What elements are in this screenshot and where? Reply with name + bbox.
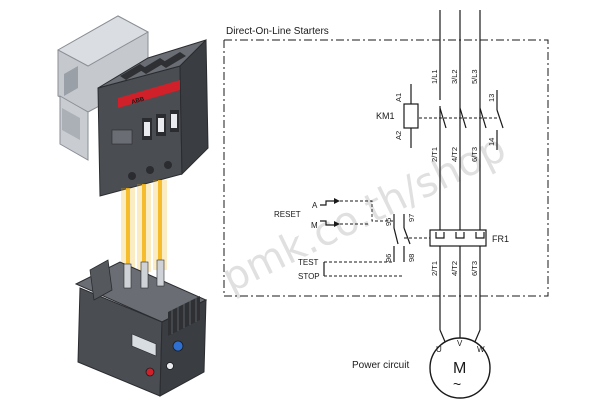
motor-terminal-w: W (477, 345, 485, 354)
motor-phase-symbol: ~ (453, 376, 461, 392)
relay-output-t1: 2/T1 (430, 261, 439, 276)
contactor-illustration (56, 15, 209, 197)
contactor-output-t3: 6/T3 (470, 147, 479, 162)
relay-contact-96: 96 (384, 254, 393, 262)
line-terminal-l1: 1/L1 (430, 69, 439, 84)
contactor-output-t2: 4/T2 (450, 147, 459, 162)
aux-terminal-14: 14 (487, 138, 496, 146)
contactor-output-t1: 2/T1 (430, 147, 439, 162)
relay-contact-95: 95 (384, 218, 393, 226)
coil-terminal-a1: A1 (394, 93, 403, 102)
coil-km1 (403, 103, 419, 129)
motor-symbol-circle (429, 337, 491, 399)
watermark: pmk.co.th/shop (215, 125, 513, 302)
coil-label: KM1 (376, 111, 395, 121)
line-terminal-l2: 3/L2 (450, 69, 459, 84)
motor-terminal-u: U (436, 345, 442, 354)
test-label: TEST (298, 258, 319, 267)
stop-label: STOP (298, 272, 320, 281)
reset-label: RESET (274, 210, 301, 219)
power-circuit-label: Power circuit (352, 360, 409, 371)
coil-terminal-a2: A2 (394, 131, 403, 140)
reset-mode-m: M (311, 221, 318, 230)
motor-symbol: M (453, 360, 466, 377)
light-beams (121, 180, 167, 272)
relay-output-t2: 4/T2 (450, 261, 459, 276)
relay-contact-97: 97 (407, 214, 416, 222)
aux-terminal-13: 13 (487, 94, 496, 102)
contactor-logo: ABB (131, 96, 146, 106)
schematic (223, 10, 549, 399)
relay-contact-98: 98 (407, 254, 416, 262)
overload-relay-illustration (74, 259, 208, 397)
relay-output-t3: 6/T3 (470, 261, 479, 276)
relay-label: FR1 (492, 234, 509, 244)
reset-mode-a: A (312, 201, 318, 210)
diagram-title: Direct-On-Line Starters (226, 26, 329, 37)
line-terminal-l3: 5/L3 (470, 69, 479, 84)
motor-terminal-v: V (457, 339, 463, 348)
